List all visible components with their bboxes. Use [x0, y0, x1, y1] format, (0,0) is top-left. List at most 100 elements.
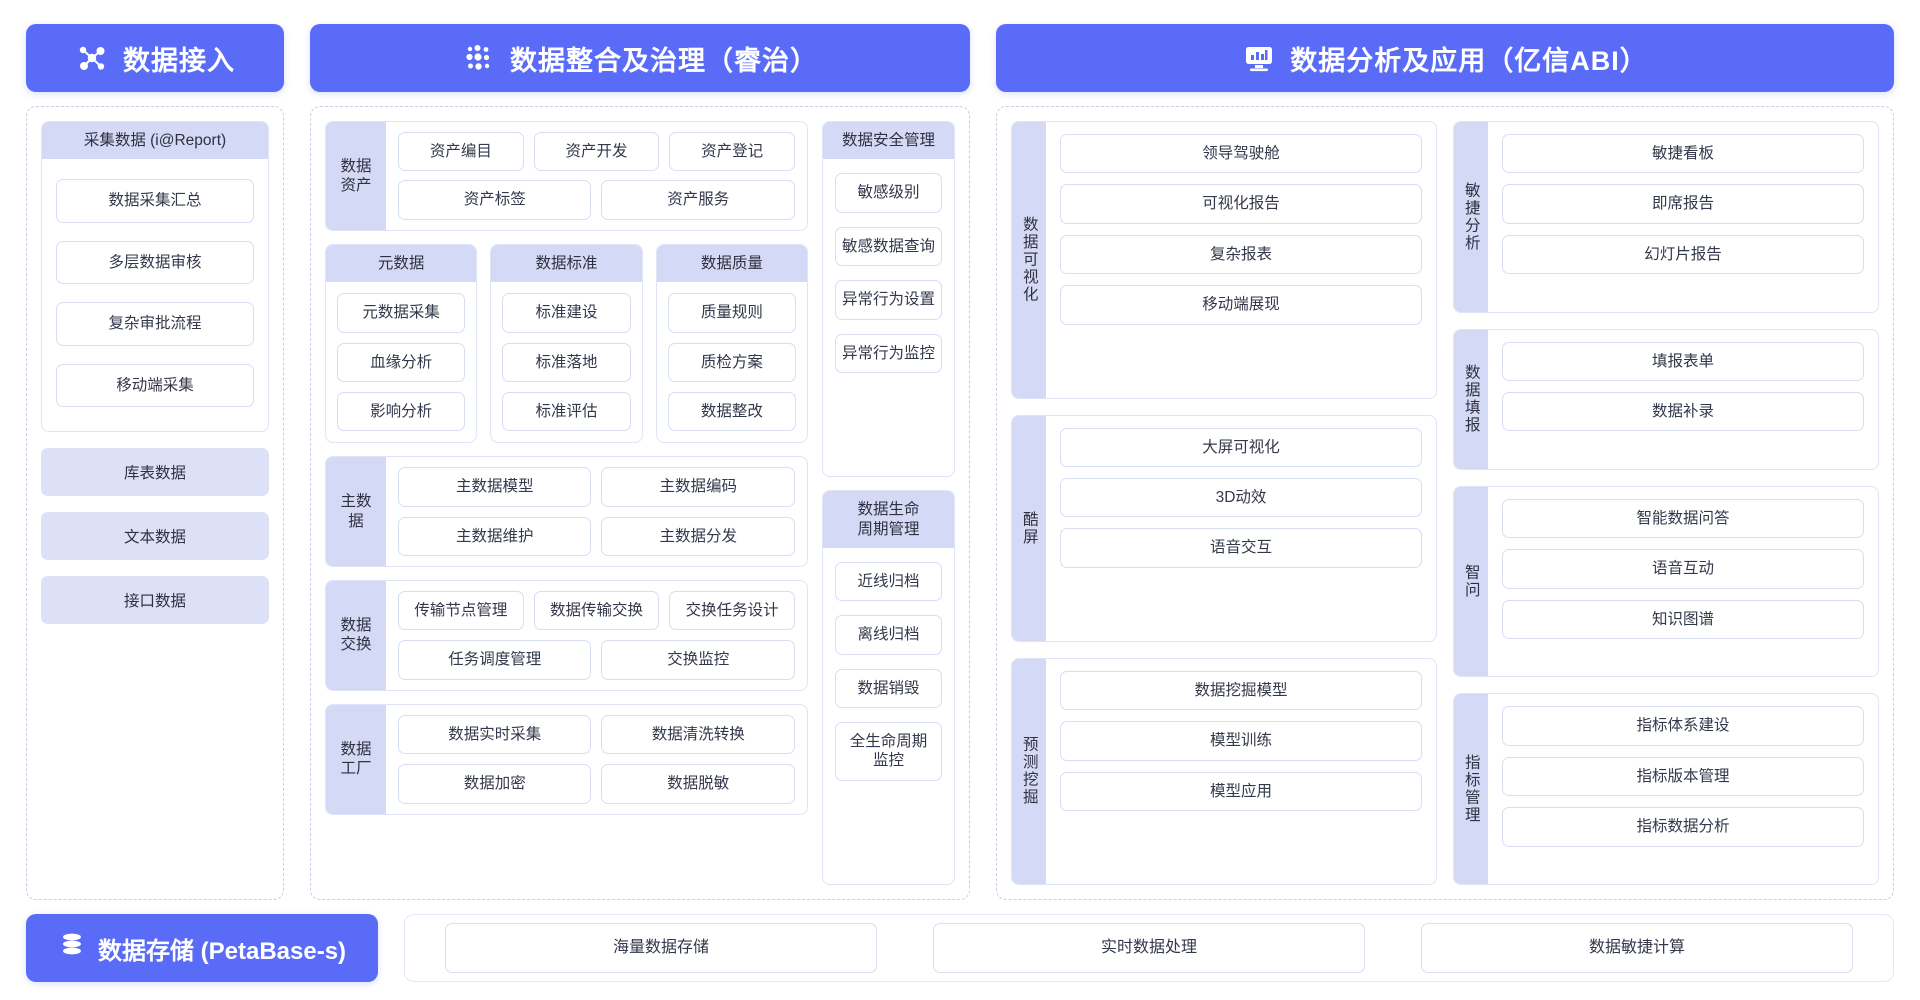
banner-data-analytics[interactable]: 数据分析及应用（亿信ABI） — [996, 24, 1894, 92]
chip-entry-0[interactable]: 填报表单 — [1502, 341, 1864, 381]
chip-collect-1[interactable]: 多层数据审核 — [56, 240, 254, 285]
chip-metadata-2[interactable]: 影响分析 — [337, 391, 466, 432]
chip-exchange-1[interactable]: 数据传输交换 — [533, 591, 660, 631]
banner-title: 数据接入 — [123, 45, 235, 76]
group-label-metric-management: 指标管理 — [1454, 694, 1488, 884]
data-analytics-monitor-icon — [1242, 41, 1276, 75]
chip-exchange-2[interactable]: 交换任务设计 — [669, 591, 795, 631]
chip-standard-2[interactable]: 标准评估 — [502, 391, 631, 432]
chip-lifecycle-1[interactable]: 离线归档 — [834, 615, 942, 655]
chip-master-2[interactable]: 主数据维护 — [398, 516, 592, 556]
chip-storage-2[interactable]: 数据敏捷计算 — [1421, 923, 1853, 973]
card-data-security: 数据安全管理 敏感级别 敏感数据查询 异常行为设置 异常行为监控 — [821, 121, 955, 478]
card-title: 元数据 — [326, 244, 477, 283]
panel-data-analytics: 数据可视化 领导驾驶舱 可视化报告 复杂报表 移动端展现 酷屏 — [996, 106, 1894, 900]
chip-agile-1[interactable]: 即席报告 — [1502, 184, 1864, 224]
chip-master-3[interactable]: 主数据分发 — [601, 516, 795, 556]
group-label-cool-screen: 酷屏 — [1012, 415, 1046, 641]
chip-viz-3[interactable]: 移动端展现 — [1060, 285, 1422, 325]
chip-exchange-0[interactable]: 传输节点管理 — [398, 591, 524, 631]
group-master-data: 主数据 主数据模型 主数据编码 主数据维护 主数据分发 — [325, 456, 808, 567]
chip-standard-0[interactable]: 标准建设 — [502, 293, 631, 333]
chip-exchange-4[interactable]: 交换监控 — [601, 640, 795, 680]
chip-factory-1[interactable]: 数据清洗转换 — [601, 714, 795, 755]
chip-quality-1[interactable]: 质检方案 — [667, 342, 796, 382]
group-cool-screen: 酷屏 大屏可视化 3D动效 语音交互 — [1011, 414, 1437, 642]
chip-mining-0[interactable]: 数据挖掘模型 — [1060, 670, 1422, 711]
chip-master-1[interactable]: 主数据编码 — [601, 467, 795, 507]
chip-entry-1[interactable]: 数据补录 — [1502, 391, 1864, 432]
group-data-asset: 数据 资产 资产编目 资产开发 资产登记 资产标签 资产服务 — [325, 121, 808, 231]
chip-quality-0[interactable]: 质量规则 — [667, 293, 796, 333]
chip-asset-register[interactable]: 资产登记 — [669, 132, 795, 172]
data-governance-dots-icon — [462, 41, 496, 75]
banner-data-access[interactable]: 数据接入 — [26, 24, 284, 92]
chip-source-1[interactable]: 文本数据 — [41, 511, 269, 560]
card-title: 数据标准 — [491, 244, 642, 283]
chip-standard-1[interactable]: 标准落地 — [502, 342, 631, 382]
footer-row: 数据存储 (PetaBase-s) 海量数据存储 实时数据处理 数据敏捷计算 — [26, 914, 1894, 982]
chip-query-2[interactable]: 知识图谱 — [1502, 599, 1864, 639]
triple-card-row: 元数据 元数据采集 血缘分析 影响分析 数据标准 标准建设 标准落地 — [325, 243, 808, 444]
chip-viz-2[interactable]: 复杂报表 — [1060, 234, 1422, 275]
chip-security-0[interactable]: 敏感级别 — [834, 173, 942, 213]
chip-quality-2[interactable]: 数据整改 — [667, 391, 796, 432]
chip-screen-0[interactable]: 大屏可视化 — [1060, 427, 1422, 467]
chip-metadata-1[interactable]: 血缘分析 — [337, 342, 466, 382]
chip-metric-0[interactable]: 指标体系建设 — [1502, 706, 1864, 746]
chip-mining-1[interactable]: 模型训练 — [1060, 721, 1422, 761]
group-data-visualization: 数据可视化 领导驾驶舱 可视化报告 复杂报表 移动端展现 — [1011, 121, 1437, 399]
database-stack-icon — [58, 931, 86, 966]
chip-exchange-3[interactable]: 任务调度管理 — [398, 640, 592, 680]
chip-screen-1[interactable]: 3D动效 — [1060, 477, 1422, 518]
chip-asset-develop[interactable]: 资产开发 — [533, 132, 660, 172]
card-title: 数据生命 周期管理 — [822, 491, 954, 548]
banner-data-governance[interactable]: 数据整合及治理（睿治） — [310, 24, 970, 92]
chip-storage-0[interactable]: 海量数据存储 — [445, 923, 877, 973]
chip-asset-catalog[interactable]: 资产编目 — [398, 132, 524, 172]
chip-lifecycle-0[interactable]: 近线归档 — [834, 561, 942, 602]
banner-title: 数据整合及治理（睿治） — [510, 45, 818, 76]
chip-query-1[interactable]: 语音互动 — [1502, 549, 1864, 589]
card-data-quality: 数据质量 质量规则 质检方案 数据整改 — [655, 243, 808, 444]
chip-collect-0[interactable]: 数据采集汇总 — [56, 179, 254, 223]
chip-screen-2[interactable]: 语音交互 — [1060, 528, 1422, 568]
chip-mining-2[interactable]: 模型应用 — [1060, 771, 1422, 811]
footer-title: 数据存储 (PetaBase-s) — [97, 937, 347, 965]
chip-source-0[interactable]: 库表数据 — [41, 447, 269, 496]
group-metric-management: 指标管理 指标体系建设 指标版本管理 指标数据分析 — [1453, 693, 1879, 885]
chip-agile-0[interactable]: 敏捷看板 — [1502, 134, 1864, 174]
chip-viz-1[interactable]: 可视化报告 — [1060, 184, 1422, 224]
chip-lifecycle-3[interactable]: 全生命周期 监控 — [834, 722, 942, 781]
chip-security-1[interactable]: 敏感数据查询 — [834, 226, 942, 267]
chip-asset-tag[interactable]: 资产标签 — [398, 180, 592, 220]
chip-storage-1[interactable]: 实时数据处理 — [933, 923, 1365, 973]
chip-lifecycle-2[interactable]: 数据销毁 — [834, 668, 942, 708]
chip-agile-2[interactable]: 幻灯片报告 — [1502, 234, 1864, 275]
group-label-data-factory: 数据 工厂 — [326, 704, 386, 814]
chip-asset-service[interactable]: 资产服务 — [601, 180, 795, 220]
chip-security-2[interactable]: 异常行为设置 — [834, 280, 942, 320]
card-metadata: 元数据 元数据采集 血缘分析 影响分析 — [325, 243, 478, 444]
chip-viz-0[interactable]: 领导驾驶舱 — [1060, 134, 1422, 174]
footer-capability-strip: 海量数据存储 实时数据处理 数据敏捷计算 — [404, 914, 1894, 982]
chip-collect-3[interactable]: 移动端采集 — [56, 363, 254, 407]
chip-collect-2[interactable]: 复杂审批流程 — [56, 302, 254, 346]
chip-metadata-0[interactable]: 元数据采集 — [337, 293, 466, 333]
group-data-exchange: 数据 交换 传输节点管理 数据传输交换 交换任务设计 任务调度管理 交换监控 — [325, 580, 808, 691]
chip-source-2[interactable]: 接口数据 — [41, 575, 269, 624]
banner-data-storage[interactable]: 数据存储 (PetaBase-s) — [26, 914, 378, 982]
chip-factory-0[interactable]: 数据实时采集 — [398, 714, 592, 755]
chip-factory-3[interactable]: 数据脱敏 — [601, 764, 795, 804]
chip-security-3[interactable]: 异常行为监控 — [834, 333, 942, 373]
chip-master-0[interactable]: 主数据模型 — [398, 467, 592, 507]
group-label-data-asset: 数据 资产 — [326, 122, 386, 230]
chip-metric-2[interactable]: 指标数据分析 — [1502, 807, 1864, 847]
card-title: 数据质量 — [656, 244, 807, 283]
group-label-predictive-mining: 预测挖掘 — [1012, 658, 1046, 884]
chip-metric-1[interactable]: 指标版本管理 — [1502, 756, 1864, 797]
body-row: 采集数据 (i@Report) 数据采集汇总 多层数据审核 复杂审批流程 移动端… — [26, 106, 1894, 900]
chip-factory-2[interactable]: 数据加密 — [398, 764, 592, 804]
chip-query-0[interactable]: 智能数据问答 — [1502, 498, 1864, 539]
